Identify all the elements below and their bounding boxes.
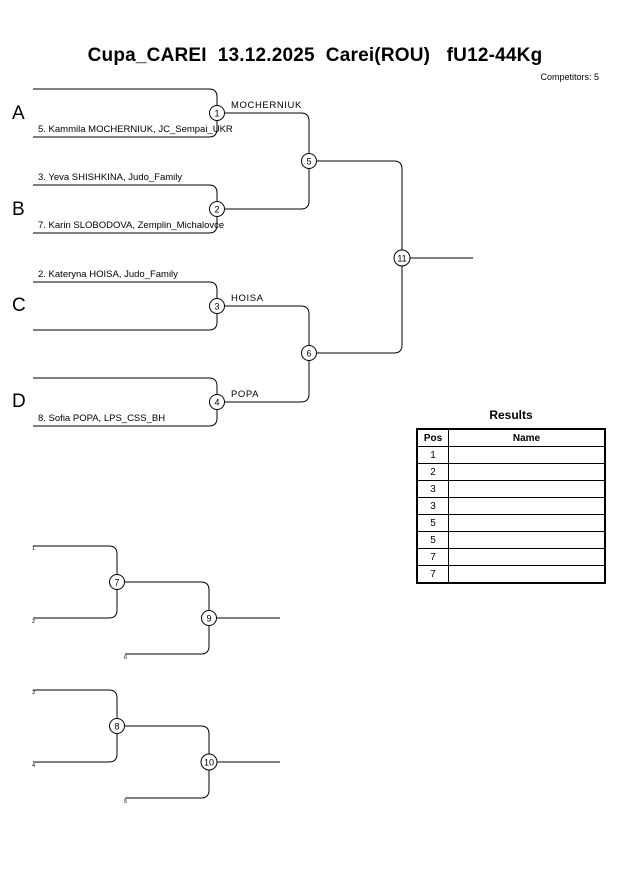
match-circle: 3 bbox=[209, 298, 225, 314]
results-row: 5 bbox=[416, 514, 606, 532]
match-circle: 4 bbox=[209, 394, 225, 410]
match-circle: 2 bbox=[209, 201, 225, 217]
result-pos: 3 bbox=[416, 480, 449, 498]
winner-name: MOCHERNIUK bbox=[231, 100, 302, 111]
match-circle: 10 bbox=[200, 753, 218, 771]
winner-name: POPA bbox=[231, 389, 259, 400]
match-circle: 8 bbox=[109, 718, 125, 734]
results-title: Results bbox=[489, 408, 533, 422]
result-name bbox=[448, 514, 606, 532]
results-row: 1 bbox=[416, 446, 606, 464]
pool-label-b: B bbox=[12, 199, 25, 220]
match-number: 4 bbox=[214, 398, 219, 408]
match-number: 10 bbox=[204, 758, 214, 768]
competitor-name: 2. Kateryna HOISA, Judo_Family bbox=[38, 269, 178, 280]
repechage-seed-label: 2 bbox=[32, 619, 35, 625]
match-number: 3 bbox=[214, 302, 219, 312]
repechage-seed-label: 5 bbox=[124, 799, 127, 805]
competitor-name: 5. Kammila MOCHERNIUK, JC_Sempai_UKR bbox=[38, 124, 233, 135]
results-table: Pos Name 1 2 3 3 5 5 7 7 bbox=[416, 428, 606, 584]
match-circle: 11 bbox=[393, 249, 411, 267]
results-header-row: Pos Name bbox=[416, 428, 606, 447]
winner-name: HOISA bbox=[231, 293, 264, 304]
match-number: 2 bbox=[214, 205, 219, 215]
match-circle: 6 bbox=[301, 345, 317, 361]
match-number: 1 bbox=[214, 109, 219, 119]
result-name bbox=[448, 446, 606, 464]
bracket-line bbox=[217, 305, 310, 403]
result-pos: 7 bbox=[416, 548, 449, 566]
result-name bbox=[448, 463, 606, 481]
results-row: 5 bbox=[416, 531, 606, 549]
competitor-name: 8. Sofia POPA, LPS_CSS_BH bbox=[38, 413, 165, 424]
result-pos: 3 bbox=[416, 497, 449, 515]
competitor-name: 3. Yeva SHISHKINA, Judo_Family bbox=[38, 172, 182, 183]
results-row: 3 bbox=[416, 480, 606, 498]
match-circle: 7 bbox=[109, 574, 125, 590]
bracket-line bbox=[33, 281, 218, 331]
competitor-name: 7. Karin SLOBODOVA, Zemplin_Michalovce bbox=[38, 220, 224, 231]
match-circle: 9 bbox=[201, 610, 217, 626]
results-row: 3 bbox=[416, 497, 606, 515]
result-pos: 1 bbox=[416, 446, 449, 464]
match-circle: 1 bbox=[209, 105, 225, 121]
name-header: Name bbox=[448, 428, 606, 447]
result-name bbox=[448, 497, 606, 515]
bracket-line bbox=[33, 545, 118, 619]
repechage-seed-label: 4 bbox=[32, 763, 35, 769]
result-name bbox=[448, 548, 606, 566]
bracket-line bbox=[117, 581, 210, 655]
match-number: 5 bbox=[306, 157, 311, 167]
match-number: 8 bbox=[114, 722, 119, 732]
bracket-line bbox=[117, 725, 210, 799]
result-name bbox=[448, 531, 606, 549]
match-number: 9 bbox=[206, 614, 211, 624]
result-pos: 5 bbox=[416, 531, 449, 549]
bracket-line bbox=[309, 160, 403, 354]
competitors-count: Competitors: 5 bbox=[540, 72, 599, 82]
bracket-line bbox=[33, 689, 118, 763]
results-row: 7 bbox=[416, 565, 606, 584]
match-circle: 5 bbox=[301, 153, 317, 169]
results-row: 7 bbox=[416, 548, 606, 566]
results-row: 2 bbox=[416, 463, 606, 481]
page-title: Cupa_CAREI 13.12.2025 Carei(ROU) fU12-44… bbox=[87, 45, 543, 66]
match-number: 7 bbox=[114, 578, 119, 588]
result-pos: 5 bbox=[416, 514, 449, 532]
match-number: 6 bbox=[306, 349, 311, 359]
pool-label-d: D bbox=[12, 391, 26, 412]
result-pos: 2 bbox=[416, 463, 449, 481]
result-name bbox=[448, 565, 606, 584]
repechage-seed-label: 6 bbox=[124, 655, 127, 661]
repechage-seed-label: 1 bbox=[32, 546, 35, 552]
pool-label-c: C bbox=[12, 295, 26, 316]
result-name bbox=[448, 480, 606, 498]
result-pos: 7 bbox=[416, 565, 449, 584]
pool-label-a: A bbox=[12, 103, 25, 124]
repechage-seed-label: 3 bbox=[32, 690, 35, 696]
pos-header: Pos bbox=[416, 428, 449, 447]
match-number: 11 bbox=[397, 254, 406, 264]
